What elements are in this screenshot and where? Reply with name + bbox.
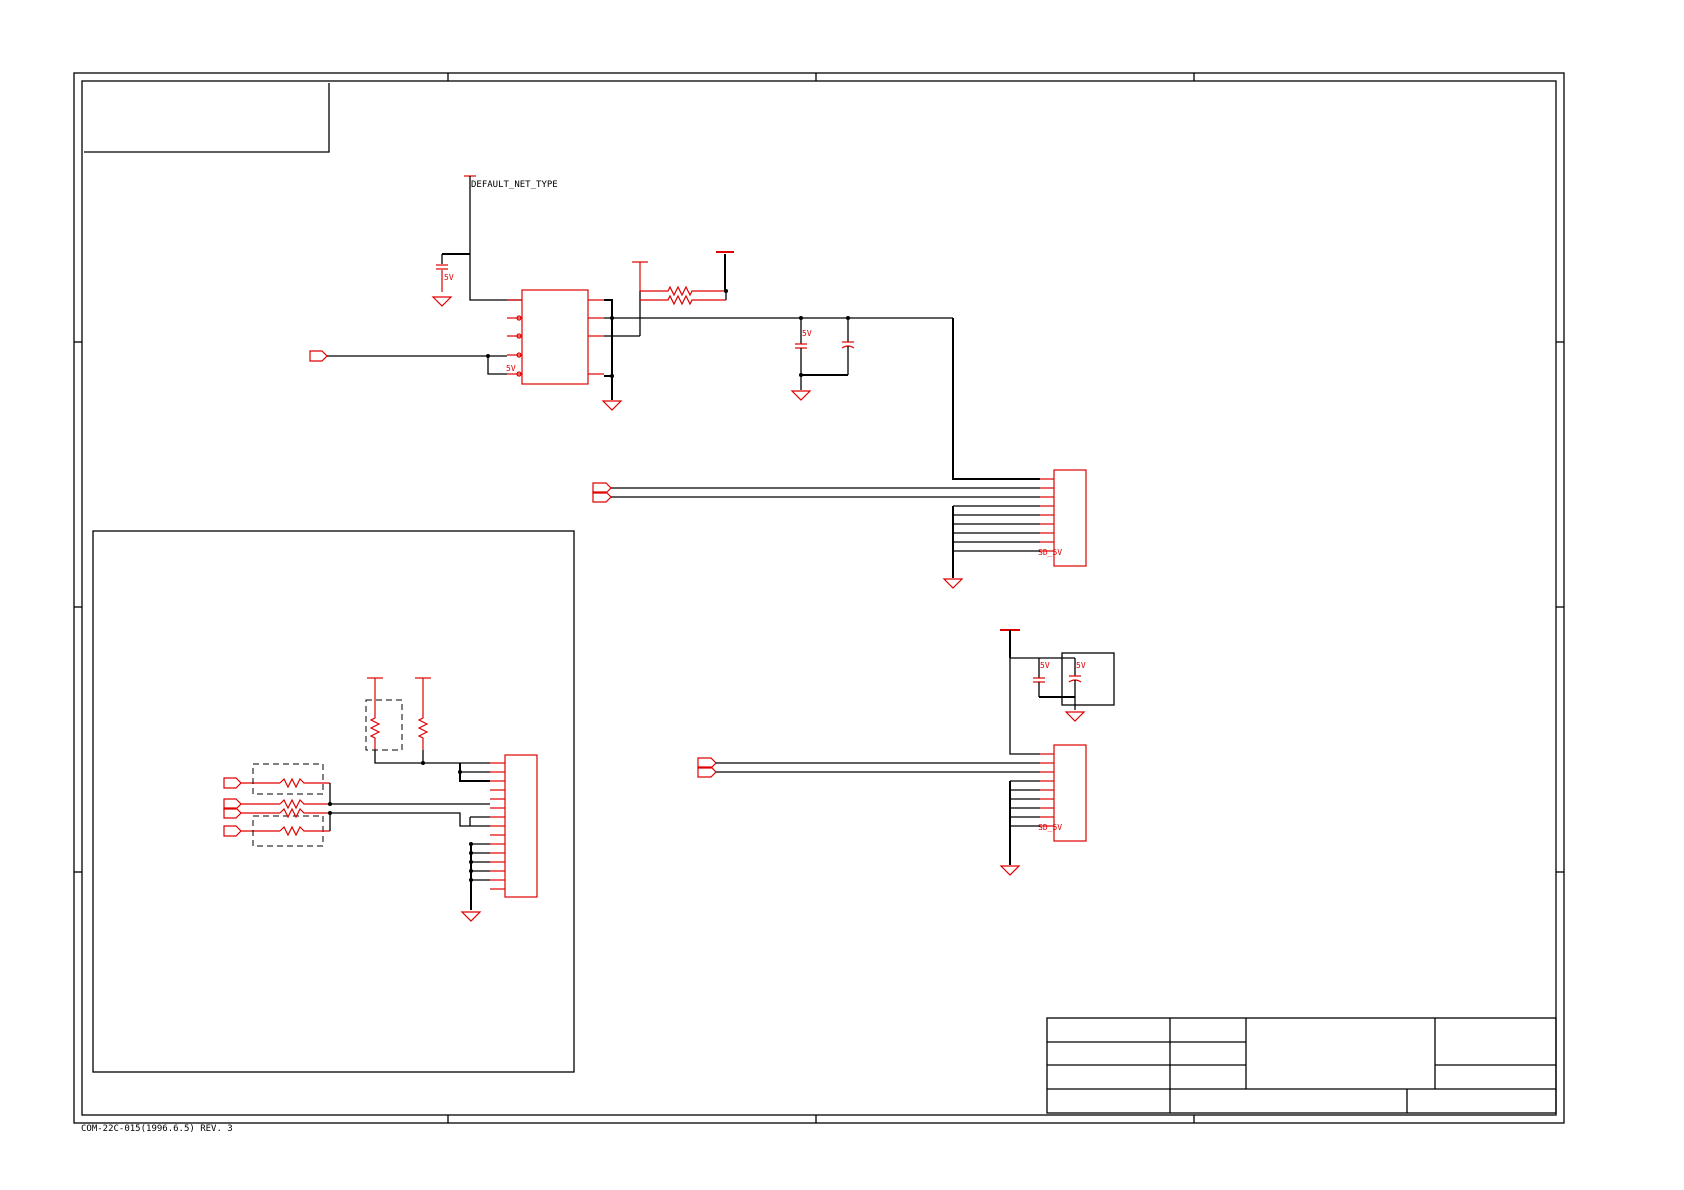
j1-pin-label: SD_5V bbox=[1038, 548, 1062, 557]
bypass-capacitor-c5: 5V bbox=[1039, 652, 1115, 710]
sheet-border bbox=[73, 72, 1565, 1124]
c2-label: 5V bbox=[802, 329, 812, 338]
pull-up-resistor-r1 bbox=[604, 251, 734, 337]
ground-symbol-2 bbox=[601, 400, 623, 411]
j2-pin-label: SD_5V bbox=[1038, 823, 1062, 832]
connector-j2: SD_5V bbox=[1038, 744, 1087, 842]
j3-ground-bus bbox=[460, 842, 490, 922]
c4-label: 5V bbox=[1040, 661, 1050, 670]
decoupling-capacitor-c1: 5V bbox=[436, 253, 470, 292]
net-type-flag: DEFAULT_NET_TYPE bbox=[464, 175, 558, 254]
input-port-5 bbox=[223, 798, 280, 819]
ground-symbol-3 bbox=[790, 390, 812, 401]
c1-label: 5V bbox=[444, 273, 454, 282]
filter-capacitor-c2: 5V bbox=[795, 318, 812, 390]
input-port-1 bbox=[309, 350, 507, 375]
notes-box bbox=[84, 83, 330, 153]
power-rail-2 bbox=[1000, 629, 1075, 755]
pull-up-resistor-r2 bbox=[365, 677, 403, 751]
input-port-6 bbox=[223, 825, 280, 837]
ground-symbol-1 bbox=[431, 296, 453, 307]
ground-symbol-4 bbox=[1064, 711, 1086, 722]
input-port-4 bbox=[223, 777, 280, 789]
net-type-label: DEFAULT_NET_TYPE bbox=[471, 180, 558, 190]
input-port-3 bbox=[697, 757, 1040, 778]
bypass-capacitor-c4: 5V bbox=[1033, 658, 1050, 697]
ic-u1: 5V bbox=[506, 289, 604, 385]
form-number: COM-22C-015(1996.6.5) REV. 3 bbox=[81, 1124, 233, 1134]
connector-j3 bbox=[490, 754, 538, 898]
connector-j1: SD_5V bbox=[1038, 469, 1087, 567]
pull-up-resistor-r3 bbox=[415, 677, 431, 750]
input-port-2 bbox=[592, 482, 1040, 503]
c5-label: 5V bbox=[1076, 661, 1086, 670]
j2-ground-bus bbox=[999, 780, 1040, 876]
j1-ground-bus bbox=[942, 505, 1040, 589]
subcircuit-frame bbox=[92, 530, 575, 1073]
filter-capacitor-c3 bbox=[801, 318, 855, 376]
title-block bbox=[1046, 1017, 1557, 1114]
series-resistor-array bbox=[252, 763, 330, 847]
ic-u1-pin-label: 5V bbox=[506, 364, 516, 373]
